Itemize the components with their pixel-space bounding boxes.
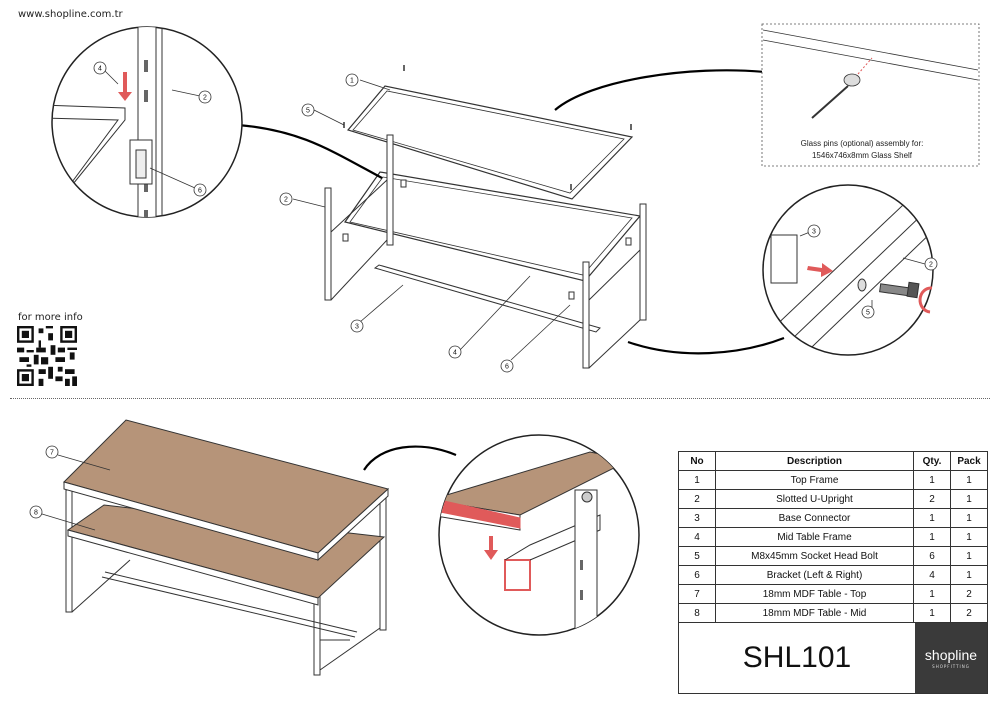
cell-qty: 1 bbox=[913, 508, 951, 528]
callout-detail-2: 2 bbox=[203, 95, 207, 102]
callout-4: 4 bbox=[453, 350, 457, 357]
callout-detail-6: 6 bbox=[198, 188, 202, 195]
cell-pack: 1 bbox=[950, 527, 988, 547]
brand-subtitle: SHOPFITTING bbox=[932, 664, 970, 669]
slide-arrow-icon bbox=[807, 263, 833, 277]
cell-qty: 1 bbox=[913, 584, 951, 604]
detail-circle-bracket: 4 2 6 bbox=[51, 26, 243, 218]
cell-description: Base Connector bbox=[715, 508, 914, 528]
cell-no: 4 bbox=[678, 527, 716, 547]
cell-description: Slotted U-Upright bbox=[715, 489, 914, 509]
connector-curve-a bbox=[237, 123, 383, 179]
callout-7: 7 bbox=[50, 450, 54, 457]
cell-no: 3 bbox=[678, 508, 716, 528]
cell-description: 18mm MDF Table - Top bbox=[715, 584, 914, 604]
cell-qty: 1 bbox=[913, 527, 951, 547]
callout-detail-5: 5 bbox=[866, 310, 870, 317]
top-frame bbox=[346, 85, 634, 200]
cell-pack: 1 bbox=[950, 470, 988, 490]
glass-note-line1: Glass pins (optional) assembly for: bbox=[801, 139, 924, 148]
brand-name: shopline bbox=[924, 647, 978, 663]
callout-8: 8 bbox=[34, 510, 38, 517]
cell-no: 5 bbox=[678, 546, 716, 566]
cell-pack: 2 bbox=[950, 584, 988, 604]
cell-pack: 1 bbox=[950, 508, 988, 528]
header-qty: Qty. bbox=[913, 451, 951, 471]
cell-description: M8x45mm Socket Head Bolt bbox=[715, 546, 914, 566]
down-arrow-icon bbox=[484, 536, 498, 560]
more-info-label: for more info bbox=[18, 312, 83, 323]
qr-code-icon[interactable] bbox=[17, 326, 77, 386]
connector-curve-b bbox=[554, 69, 766, 111]
rotate-arrow-icon bbox=[918, 286, 933, 314]
callout-detail-4: 4 bbox=[98, 66, 102, 73]
cell-no: 2 bbox=[678, 489, 716, 509]
header-description: Description bbox=[715, 451, 914, 471]
callouts-exploded bbox=[279, 73, 514, 373]
glass-pin-detail bbox=[761, 23, 980, 167]
cell-qty: 1 bbox=[913, 470, 951, 490]
insert-arrow-icon bbox=[118, 72, 132, 101]
connector-curve-c bbox=[627, 336, 785, 355]
callout-3: 3 bbox=[355, 324, 359, 331]
cell-pack: 2 bbox=[950, 603, 988, 623]
site-url[interactable]: www.shopline.com.tr bbox=[18, 9, 123, 20]
leader-lines bbox=[292, 79, 571, 361]
callout-6: 6 bbox=[505, 364, 509, 371]
cell-no: 1 bbox=[678, 470, 716, 490]
model-number: SHL101 bbox=[742, 641, 852, 674]
callout-detail-2b: 2 bbox=[929, 262, 933, 269]
cell-qty: 2 bbox=[913, 489, 951, 509]
cell-qty: 6 bbox=[913, 546, 951, 566]
callout-5: 5 bbox=[306, 108, 310, 115]
cell-description: 18mm MDF Table - Mid bbox=[715, 603, 914, 623]
table-header-row: No Description Qty. Pack bbox=[678, 451, 988, 471]
callout-2: 2 bbox=[284, 197, 288, 204]
glass-pins bbox=[343, 65, 632, 190]
brand-logo: shopline SHOPFITTING bbox=[915, 623, 987, 693]
base-connector bbox=[373, 264, 601, 333]
callout-detail-3: 3 bbox=[812, 229, 816, 236]
cell-description: Top Frame bbox=[715, 470, 914, 490]
cell-description: Mid Table Frame bbox=[715, 527, 914, 547]
exploded-frame bbox=[237, 65, 785, 369]
left-uprights bbox=[324, 134, 394, 301]
cell-no: 6 bbox=[678, 565, 716, 585]
cell-qty: 4 bbox=[913, 565, 951, 585]
cell-pack: 1 bbox=[950, 546, 988, 566]
glass-note-line2: 1546x746x8mm Glass Shelf bbox=[812, 151, 913, 160]
callout-1: 1 bbox=[350, 78, 354, 85]
detail-circle-bolt: 3 2 5 bbox=[762, 184, 938, 356]
cell-no: 8 bbox=[678, 603, 716, 623]
header-no: No bbox=[678, 451, 716, 471]
header-pack: Pack bbox=[950, 451, 988, 471]
right-uprights bbox=[582, 203, 647, 369]
cell-no: 7 bbox=[678, 584, 716, 604]
cell-pack: 1 bbox=[950, 489, 988, 509]
cell-qty: 1 bbox=[913, 603, 951, 623]
brackets bbox=[342, 179, 632, 300]
cell-pack: 1 bbox=[950, 565, 988, 585]
section-divider bbox=[10, 398, 990, 399]
cell-description: Bracket (Left & Right) bbox=[715, 565, 914, 585]
assembled-table bbox=[41, 419, 457, 676]
title-block: SHL101 shopline SHOPFITTING bbox=[678, 622, 988, 694]
detail-circle-mdf bbox=[438, 434, 640, 636]
